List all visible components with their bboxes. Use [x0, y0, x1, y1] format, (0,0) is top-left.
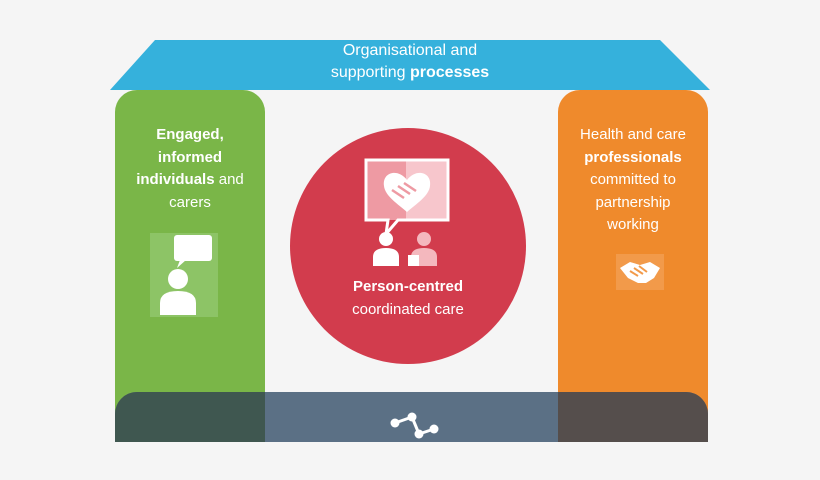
left-pillar-label: Engaged, informed individuals and carers — [115, 124, 265, 214]
base-bar — [115, 392, 708, 442]
left-pillar-text-4: carers — [169, 193, 211, 211]
roof-label: Organisational and supporting processes — [260, 40, 560, 84]
two-people-icon — [379, 232, 393, 246]
handshake-icon — [616, 254, 664, 290]
right-pillar-text-3: committed to — [590, 171, 676, 188]
left-pillar-bold-3: individuals — [136, 171, 215, 188]
roof-line-2-bold: processes — [410, 64, 490, 81]
roof-line-2: supporting processes — [260, 62, 560, 84]
right-pillar-text-5: working — [607, 216, 659, 233]
network-nodes-icon — [388, 407, 440, 441]
roof-line-1: Organisational and — [342, 42, 478, 59]
right-pillar-text-4: partnership — [595, 193, 671, 211]
left-pillar-suffix-3: and — [214, 171, 244, 188]
handshake-speech-bubble-icon — [362, 158, 452, 270]
person-centred-circle: Person-centred coordinated care — [290, 128, 526, 364]
right-pillar-text-1: Health and care — [580, 126, 686, 143]
right-pillar-label: Health and care professionals committed … — [558, 124, 708, 237]
person-speech-bubble-icon — [150, 233, 218, 317]
center-label: Person-centred coordinated care — [290, 275, 526, 321]
center-text: coordinated care — [352, 301, 464, 318]
base-left-overlap — [115, 392, 265, 442]
roof-line-2-prefix: supporting — [330, 64, 410, 81]
left-pillar-bold-2: informed — [157, 148, 223, 166]
base-right-overlap — [558, 392, 708, 442]
right-pillar-bold-2: professionals — [584, 148, 682, 166]
center-bold: Person-centred — [352, 278, 464, 295]
left-pillar-bold-1: Engaged, — [156, 126, 224, 143]
